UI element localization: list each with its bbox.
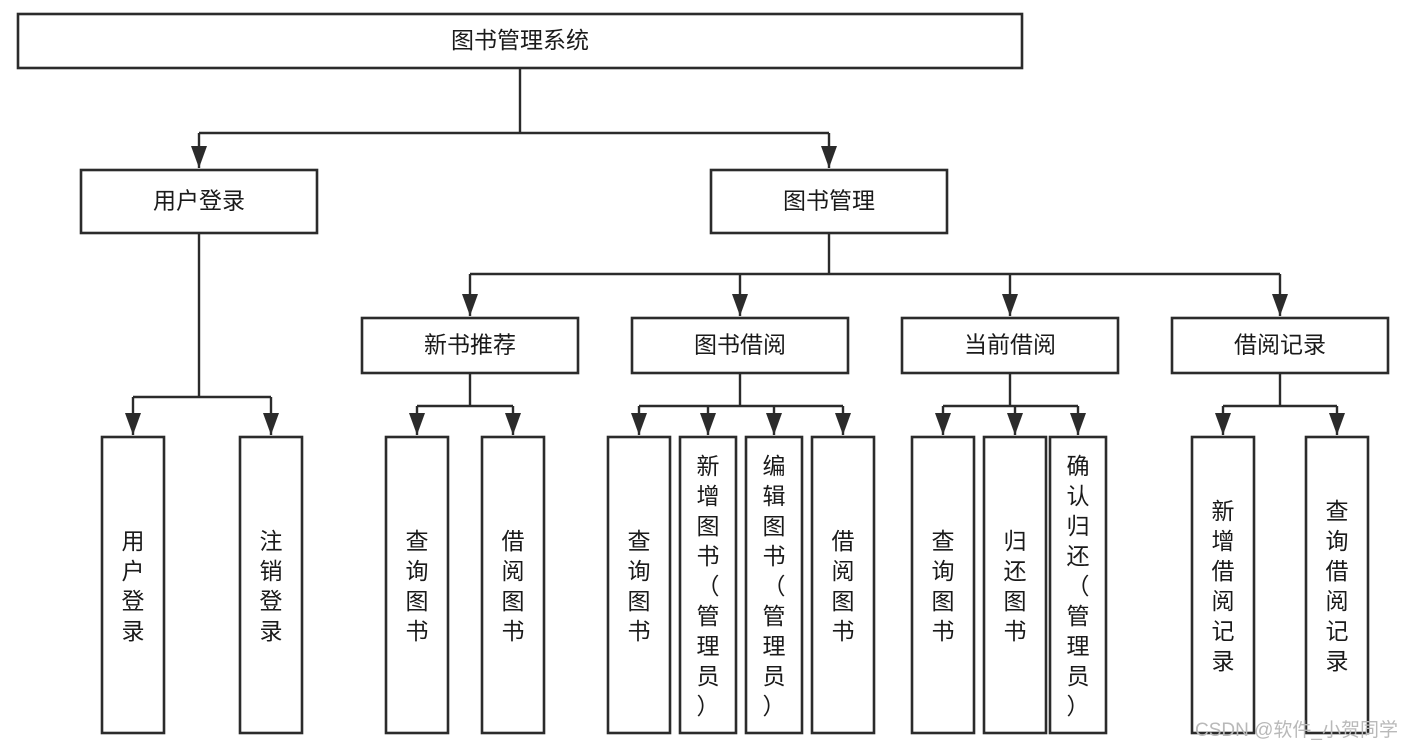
node-box-outline [360, 316, 580, 375]
node-label: 借阅图书 [502, 528, 525, 644]
node-box-outline [100, 435, 166, 735]
node-label: 确认归还（管理员） [1067, 453, 1090, 719]
node-leaf-归还图书[interactable]: 归还图书 [982, 435, 1048, 735]
connector-layer [125, 68, 1345, 435]
node-label: 编辑图书（管理员） [763, 453, 786, 719]
node-label: 用户登录 [122, 528, 145, 644]
node-box-outline [630, 316, 850, 375]
node-label: 查询图书 [628, 528, 651, 644]
node-label: 借阅图书 [832, 528, 855, 644]
node-leaf-查询借阅记录[interactable]: 查询借阅记录 [1304, 435, 1370, 735]
node-box-outline [1304, 435, 1370, 735]
node-box-outline [480, 435, 546, 735]
node-leaf-借阅图书[interactable]: 借阅图书 [480, 435, 546, 735]
node-box-outline [744, 435, 804, 735]
node-label: 图书管理系统 [451, 27, 589, 53]
node-root-图书管理系统[interactable]: 图书管理系统 [16, 12, 1024, 70]
node-leaf-编辑图书管理员[interactable]: 编辑图书（管理员） [744, 435, 804, 735]
arrow-head-icon [1002, 294, 1018, 316]
node-label: 新增借阅记录 [1212, 498, 1235, 674]
arrow-head-icon [462, 294, 478, 316]
arrow-head-icon [505, 413, 521, 435]
arrow-head-icon [125, 413, 141, 435]
node-box-outline [900, 316, 1120, 375]
arrow-head-icon [835, 413, 851, 435]
node-box-outline [606, 435, 672, 735]
node-leaf-确认归还管理员[interactable]: 确认归还（管理员） [1048, 435, 1108, 735]
arrow-head-icon [1215, 413, 1231, 435]
node-label: 用户登录 [153, 188, 245, 214]
arrow-head-icon [263, 413, 279, 435]
node-level3-借阅记录[interactable]: 借阅记录 [1170, 316, 1390, 375]
arrow-head-icon [409, 413, 425, 435]
node-box-outline [1170, 316, 1390, 375]
node-leaf-查询图书[interactable]: 查询图书 [384, 435, 450, 735]
node-layer: 图书管理系统用户登录图书管理新书推荐图书借阅当前借阅借阅记录用户登录注销登录查询… [16, 12, 1390, 735]
node-label: 图书借阅 [694, 332, 786, 358]
node-label: 查询图书 [932, 528, 955, 644]
arrow-head-icon [1272, 294, 1288, 316]
arrow-head-icon [700, 413, 716, 435]
node-label: 注销登录 [260, 528, 283, 644]
node-box-outline [678, 435, 738, 735]
node-box-outline [810, 435, 876, 735]
node-leaf-新增图书管理员[interactable]: 新增图书（管理员） [678, 435, 738, 735]
node-label: 图书管理 [783, 188, 875, 214]
node-leaf-查询图书[interactable]: 查询图书 [606, 435, 672, 735]
node-label: 查询图书 [406, 528, 429, 644]
node-level2-图书管理[interactable]: 图书管理 [709, 168, 949, 235]
arrow-head-icon [935, 413, 951, 435]
arrow-head-icon [1070, 413, 1086, 435]
node-box-outline [79, 168, 319, 235]
node-label: 新增图书（管理员） [697, 453, 720, 719]
arrow-head-icon [732, 294, 748, 316]
node-leaf-新增借阅记录[interactable]: 新增借阅记录 [1190, 435, 1256, 735]
node-box-outline [709, 168, 949, 235]
node-leaf-用户登录[interactable]: 用户登录 [100, 435, 166, 735]
node-label: 归还图书 [1004, 528, 1027, 644]
arrow-head-icon [821, 146, 837, 168]
node-label: 当前借阅 [964, 332, 1056, 358]
node-level3-图书借阅[interactable]: 图书借阅 [630, 316, 850, 375]
node-box-outline [1190, 435, 1256, 735]
node-box-outline [982, 435, 1048, 735]
node-box-outline [1048, 435, 1108, 735]
arrow-head-icon [191, 146, 207, 168]
node-box-outline [384, 435, 450, 735]
arrow-head-icon [1007, 413, 1023, 435]
node-label: 借阅记录 [1234, 332, 1326, 358]
node-label: 新书推荐 [424, 332, 516, 358]
arrow-head-icon [766, 413, 782, 435]
node-box-outline [238, 435, 304, 735]
csdn-watermark: CSDN @软件_小贺同学 [1195, 719, 1398, 741]
arrow-head-icon [1329, 413, 1345, 435]
node-box-outline [16, 12, 1024, 70]
node-level3-新书推荐[interactable]: 新书推荐 [360, 316, 580, 375]
node-level3-当前借阅[interactable]: 当前借阅 [900, 316, 1120, 375]
node-box-outline [910, 435, 976, 735]
node-leaf-注销登录[interactable]: 注销登录 [238, 435, 304, 735]
node-label: 查询借阅记录 [1326, 498, 1349, 674]
node-level2-用户登录[interactable]: 用户登录 [79, 168, 319, 235]
arrow-head-icon [631, 413, 647, 435]
node-leaf-查询图书[interactable]: 查询图书 [910, 435, 976, 735]
node-leaf-借阅图书[interactable]: 借阅图书 [810, 435, 876, 735]
